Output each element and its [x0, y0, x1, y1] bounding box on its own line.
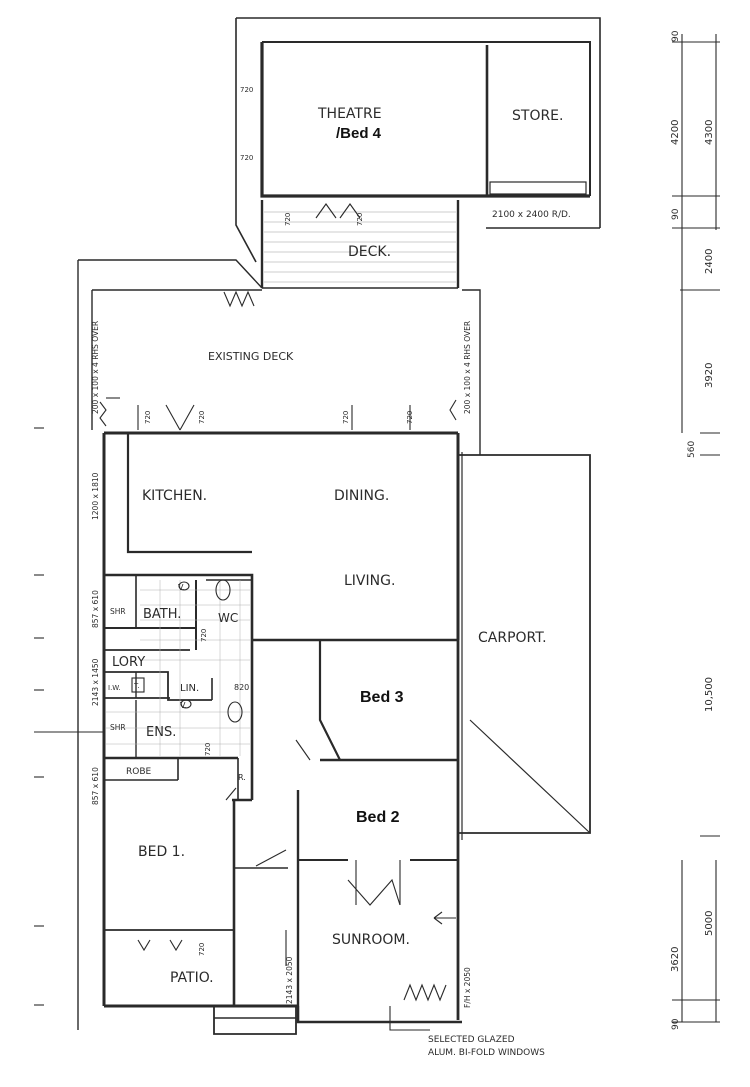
- overall-dimensions: 90 4200 4300 90 2400 3920 560 10,500 362…: [670, 30, 715, 1030]
- room-labels: THEATRE /Bed 4 STORE. DECK. EXISTING DEC…: [112, 106, 563, 986]
- door-width-720: 720: [284, 213, 292, 226]
- note-shr-ens: SHR: [110, 723, 126, 732]
- door-width-720: 720: [144, 411, 152, 424]
- room-label-lory: LORY: [112, 655, 145, 670]
- door-width-720: 720: [240, 154, 253, 162]
- note-win-ens: 857 x 610: [91, 767, 100, 805]
- note-iw: I.W.: [108, 684, 121, 692]
- door-width-720: 720: [198, 943, 206, 956]
- room-label-bath: BATH.: [143, 607, 181, 622]
- room-label-existing-deck: EXISTING DECK: [208, 350, 294, 363]
- room-label-deck: DECK.: [348, 244, 391, 260]
- deck-hatching: [264, 211, 456, 283]
- note-door-patio: 2143 x 2050: [285, 956, 294, 1004]
- note-vanity-bath: V.: [178, 583, 185, 592]
- dim-5000: 5000: [704, 911, 715, 936]
- dim-4200: 4200: [670, 120, 681, 145]
- room-label-bed3: Bed 3: [360, 689, 404, 706]
- note-win-bath: 857 x 610: [91, 590, 100, 628]
- room-label-kitchen: KITCHEN.: [142, 488, 207, 504]
- note-glazed-line1: SELECTED GLAZED: [428, 1035, 515, 1045]
- door-width-720: 720: [406, 411, 414, 424]
- note-beam-right: 200 x 100 x 4 RHS OVER: [463, 321, 472, 414]
- walls: [77, 17, 601, 1035]
- note-store-door: 2100 x 2400 R/D.: [492, 210, 571, 220]
- note-win-kitchen: 1200 x 1810: [91, 472, 100, 520]
- room-label-bed1: BED 1.: [138, 844, 185, 860]
- toilet-wc: [215, 579, 231, 601]
- note-glazed-line2: ALUM. BI-FOLD WINDOWS: [428, 1048, 545, 1058]
- door-symbols: [34, 203, 457, 1031]
- dimension-line: [34, 34, 720, 1023]
- dim-10500: 10,500: [704, 677, 715, 712]
- room-label-wc: WC: [218, 611, 238, 625]
- note-beam-left: 200 x 100 x 4 RHS OVER: [91, 321, 100, 414]
- note-t: T.: [133, 682, 140, 690]
- note-door-sunroom: F/H x 2050: [463, 967, 472, 1008]
- note-win-lory: 2143 x 1450: [91, 658, 100, 706]
- room-label-dining: DINING.: [334, 488, 389, 504]
- dim-3620: 3620: [670, 947, 681, 972]
- door-width-820: 820: [234, 683, 249, 692]
- dim-560: 560: [687, 441, 697, 458]
- dim-2400: 2400: [704, 249, 715, 274]
- door-width-720: 720: [200, 629, 208, 642]
- note-r: R.: [238, 773, 246, 782]
- room-label-sunroom: SUNROOM.: [332, 932, 410, 948]
- room-label-bed2: Bed 2: [356, 809, 400, 826]
- fixtures: [131, 579, 243, 723]
- dim-3920: 3920: [704, 363, 715, 388]
- dim-90-top: 90: [671, 30, 681, 42]
- dim-90-bot: 90: [671, 1018, 681, 1030]
- room-label-theatre: THEATRE: [317, 106, 382, 122]
- basin-ens: [180, 699, 192, 709]
- note-vanity-ens: V.: [180, 701, 187, 710]
- annotations: 2100 x 2400 R/D. 200 x 100 x 4 RHS OVER …: [91, 86, 571, 1058]
- toilet-ens: [227, 701, 243, 723]
- dim-4300: 4300: [704, 120, 715, 145]
- room-label-store: STORE.: [512, 108, 563, 124]
- basin-bath: [178, 581, 190, 591]
- room-label-carport: CARPORT.: [478, 630, 547, 646]
- door-width-720: 720: [198, 411, 206, 424]
- door-width-720: 720: [356, 213, 364, 226]
- door-width-720: 720: [204, 743, 212, 756]
- tub: [131, 677, 145, 693]
- room-label-patio: PATIO.: [170, 970, 214, 986]
- door-width-720: 720: [240, 86, 253, 94]
- room-label-living: LIVING.: [344, 573, 395, 589]
- room-label-lin: LIN.: [180, 683, 199, 694]
- door-width-720: 720: [342, 411, 350, 424]
- room-label-robe: ROBE: [126, 767, 152, 777]
- note-shr-bath: SHR: [110, 607, 126, 616]
- room-label-ens: ENS.: [146, 725, 176, 740]
- bathroom-tiles: [106, 580, 250, 756]
- dim-90-mid: 90: [671, 208, 681, 220]
- room-label-bed4: /Bed 4: [336, 125, 382, 142]
